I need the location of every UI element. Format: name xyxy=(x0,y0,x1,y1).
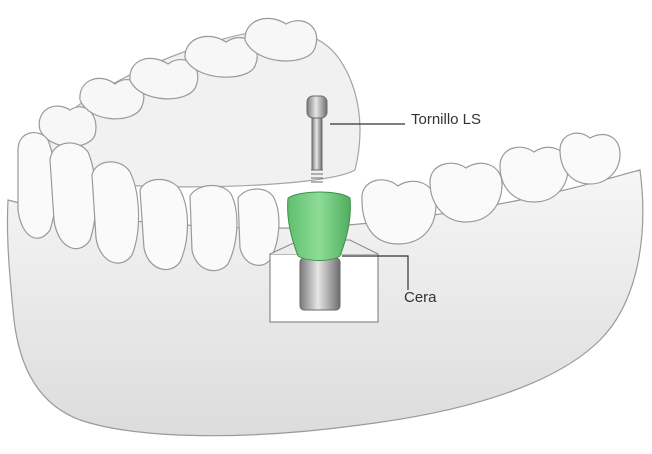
wax-label: Cera xyxy=(404,289,437,306)
wax-cap xyxy=(288,192,351,261)
screw-label: Tornillo LS xyxy=(411,111,481,128)
